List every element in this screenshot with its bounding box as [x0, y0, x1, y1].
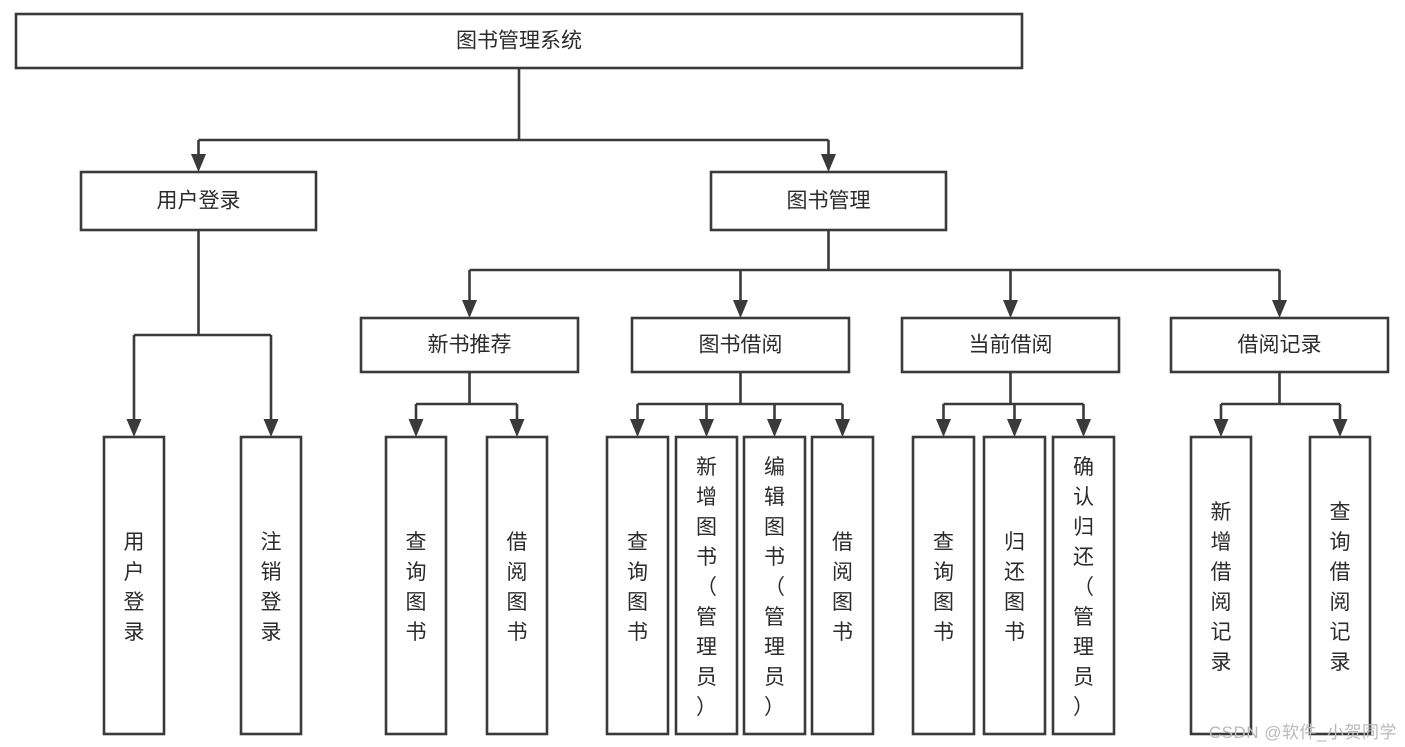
node-layer: 图书管理系统用户登录图书管理用户登录注销登录新书推荐查询图书借阅图书图书借阅查询… — [14, 12, 1390, 736]
arrow-head-icon — [733, 300, 748, 318]
node-box — [359, 316, 580, 374]
node-box — [239, 435, 303, 736]
node-box — [102, 435, 166, 736]
arrow-head-icon — [767, 419, 782, 437]
node-current-return-book[interactable]: 归还图书 — [982, 435, 1047, 736]
arrow-head-icon — [126, 419, 142, 437]
node-box — [485, 435, 549, 736]
arrow-head-icon — [821, 154, 836, 172]
arrow-head-icon — [835, 419, 850, 437]
arrow-head-icon — [1213, 419, 1229, 437]
node-records-query[interactable]: 查询借阅记录 — [1308, 435, 1372, 736]
node-label: 查询图书 — [627, 531, 648, 644]
node-box — [1308, 435, 1372, 736]
node-box — [982, 435, 1047, 736]
arrow-head-icon — [1076, 419, 1091, 437]
node-box — [605, 435, 670, 736]
node-label: 用户登录 — [124, 531, 145, 644]
node-current-borrow[interactable]: 当前借阅 — [900, 316, 1121, 374]
node-current-query-book[interactable]: 查询图书 — [911, 435, 976, 736]
connector-layer — [126, 68, 1348, 437]
node-label: 当前借阅 — [969, 334, 1053, 357]
node-records-add[interactable]: 新增借阅记录 — [1189, 435, 1253, 736]
node-label: 归还图书 — [1004, 531, 1025, 644]
arrow-head-icon — [408, 419, 424, 437]
arrow-head-icon — [630, 419, 645, 437]
node-box — [79, 170, 318, 232]
node-label: 借阅图书 — [832, 531, 853, 644]
node-label: 借阅记录 — [1238, 334, 1322, 357]
node-borrow-records[interactable]: 借阅记录 — [1169, 316, 1390, 374]
node-box — [674, 435, 739, 736]
node-book-management[interactable]: 图书管理 — [709, 170, 948, 232]
node-borrow-query-book[interactable]: 查询图书 — [605, 435, 670, 736]
node-current-confirm-return[interactable]: 确认归还（管理员） — [1051, 435, 1116, 736]
node-label: 新书推荐 — [428, 334, 512, 357]
node-new-book-recommend[interactable]: 新书推荐 — [359, 316, 580, 374]
arrow-head-icon — [509, 419, 525, 437]
node-borrow-add-book[interactable]: 新增图书（管理员） — [674, 435, 739, 736]
node-borrow-edit-book[interactable]: 编辑图书（管理员） — [742, 435, 807, 736]
arrow-head-icon — [1007, 419, 1022, 437]
node-label: 查询图书 — [406, 531, 427, 644]
node-book-borrow[interactable]: 图书借阅 — [630, 316, 851, 374]
node-box — [384, 435, 448, 736]
arrow-head-icon — [699, 419, 714, 437]
arrow-head-icon — [191, 154, 206, 172]
node-box — [1051, 435, 1116, 736]
node-label: 确认归还（管理员） — [1073, 456, 1094, 719]
watermark-label: CSDN @软件_小贺同学 — [1208, 723, 1397, 742]
node-box — [900, 316, 1121, 374]
node-label: 新增借阅记录 — [1211, 501, 1232, 674]
node-label: 图书管理 — [787, 190, 871, 213]
node-label: 图书借阅 — [699, 334, 783, 357]
node-root-root[interactable]: 图书管理系统 — [14, 12, 1024, 70]
arrow-head-icon — [1332, 419, 1348, 437]
node-label: 查询借阅记录 — [1330, 501, 1351, 674]
arrow-head-icon — [462, 300, 477, 318]
node-label: 新增图书（管理员） — [696, 456, 717, 719]
node-label: 查询图书 — [933, 531, 954, 644]
node-label: 图书管理系统 — [456, 30, 582, 53]
node-box — [709, 170, 948, 232]
arrow-head-icon — [263, 419, 279, 437]
node-recommend-borrow-book[interactable]: 借阅图书 — [485, 435, 549, 736]
arrow-head-icon — [1272, 300, 1287, 318]
node-box — [630, 316, 851, 374]
node-user-login-logout[interactable]: 注销登录 — [239, 435, 303, 736]
node-user-login-login[interactable]: 用户登录 — [102, 435, 166, 736]
arrow-head-icon — [1003, 300, 1018, 318]
node-box — [1169, 316, 1390, 374]
node-recommend-query-book[interactable]: 查询图书 — [384, 435, 448, 736]
node-label: 编辑图书（管理员） — [764, 456, 785, 719]
node-box — [14, 12, 1024, 70]
node-label: 借阅图书 — [507, 531, 528, 644]
node-label: 用户登录 — [157, 190, 241, 213]
node-box — [911, 435, 976, 736]
node-box — [742, 435, 807, 736]
node-user-login[interactable]: 用户登录 — [79, 170, 318, 232]
node-box — [1189, 435, 1253, 736]
node-box — [810, 435, 875, 736]
node-borrow-borrow-book[interactable]: 借阅图书 — [810, 435, 875, 736]
node-label: 注销登录 — [261, 531, 282, 644]
arrow-head-icon — [936, 419, 951, 437]
